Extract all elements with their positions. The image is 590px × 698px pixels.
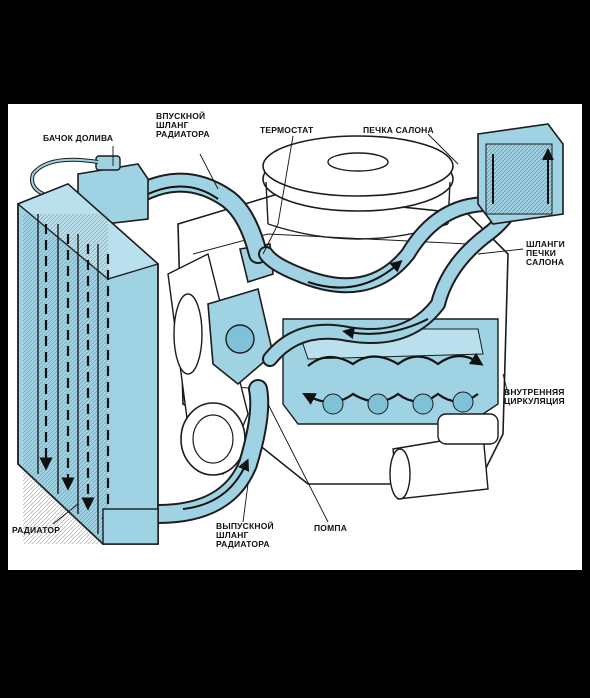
air-cleaner [262,135,454,240]
cooling-system-illustration [16,123,564,545]
label-internal-circulation: ВНУТРЕННЯЯ ЦИРКУЛЯЦИЯ [504,387,565,406]
water-pump [207,287,274,386]
label-tank: БАЧОК ДОЛИВА [43,133,114,143]
leader-lines [52,133,524,525]
label-radiator: РАДИАТОР [12,525,61,535]
label-inlet-hose: ВПУСКНОЙ ШЛАНГ РАДИАТОРА [156,111,210,139]
radiator [16,182,160,545]
label-pump: ПОМПА [314,523,348,533]
label-heater-hoses: ШЛАНГИ ПЕЧКИ САЛОНА [526,239,565,267]
label-heater: ПЕЧКА САЛОНА [363,125,434,135]
label-thermostat: ТЕРМОСТАТ [260,125,314,135]
heater-core [477,123,564,225]
label-outlet-hose: ВЫПУСКНОЙ ШЛАНГ РАДИАТОРА [216,521,274,549]
starter-motor [389,413,499,500]
fan-belt [167,252,249,476]
diagram-panel: БАЧОК ДОЛИВА ВПУСКНОЙ ШЛАНГ РАДИАТОРА ТЕ… [8,104,582,570]
